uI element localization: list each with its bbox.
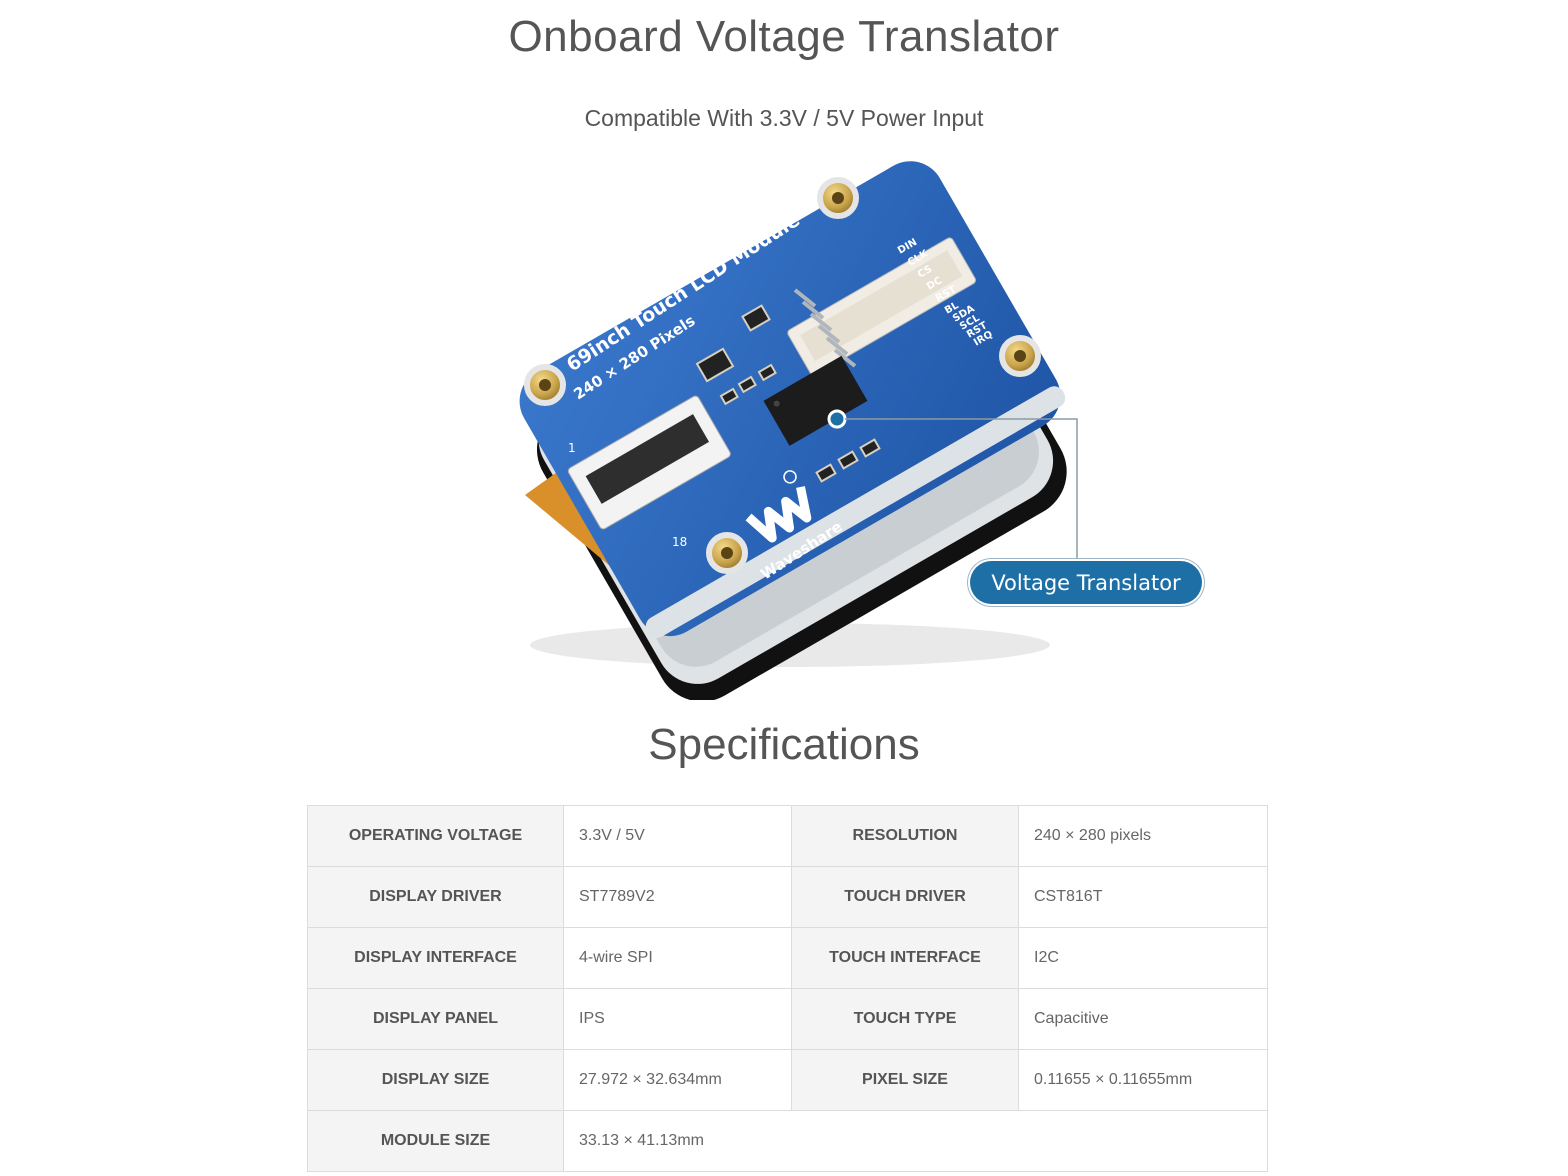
connector-pins [793, 288, 857, 368]
spec-key: TOUCH DRIVER [791, 866, 1019, 928]
spec-key: RESOLUTION [791, 805, 1019, 867]
specifications-table: OPERATING VOLTAGE 3.3V / 5V RESOLUTION 2… [307, 805, 1268, 1172]
callout-marker [827, 409, 847, 429]
spec-key: DISPLAY INTERFACE [307, 927, 564, 989]
waveshare-logo-icon [745, 470, 812, 543]
spec-key: PIXEL SIZE [791, 1049, 1019, 1111]
spec-key: DISPLAY DRIVER [307, 866, 564, 928]
smd-components [695, 304, 881, 483]
voltage-translator-chip [763, 355, 868, 446]
table-row: DISPLAY PANEL IPS TOUCH TYPE Capacitive [307, 988, 1268, 1050]
spec-value: CST816T [1018, 866, 1268, 928]
spec-key: TOUCH TYPE [791, 988, 1019, 1050]
callout-leader-line [845, 418, 1078, 562]
table-row: DISPLAY DRIVER ST7789V2 TOUCH DRIVER CST… [307, 866, 1268, 928]
mounting-screws [524, 177, 1041, 574]
spec-value: 33.13 × 41.13mm [563, 1110, 1268, 1172]
table-row: DISPLAY SIZE 27.972 × 32.634mm PIXEL SIZ… [307, 1049, 1268, 1111]
spec-value: 0.11655 × 0.11655mm [1018, 1049, 1268, 1111]
table-row: DISPLAY INTERFACE 4-wire SPI TOUCH INTER… [307, 927, 1268, 989]
voltage-translator-callout: Voltage Translator [970, 561, 1202, 604]
spec-key: DISPLAY PANEL [307, 988, 564, 1050]
spec-key: DISPLAY SIZE [307, 1049, 564, 1111]
spec-value: IPS [563, 988, 792, 1050]
spec-key: TOUCH INTERFACE [791, 927, 1019, 989]
connector-mark-1: 1 [568, 441, 576, 455]
table-row: MODULE SIZE 33.13 × 41.13mm [307, 1110, 1268, 1172]
table-row: OPERATING VOLTAGE 3.3V / 5V RESOLUTION 2… [307, 805, 1268, 867]
specifications-heading: Specifications [648, 720, 920, 769]
fpc-connector [567, 395, 731, 530]
spec-key: OPERATING VOLTAGE [307, 805, 564, 867]
spec-value: I2C [1018, 927, 1268, 989]
lcd-module-image: 69inch Touch LCD Module 240 × 280 Pixels… [519, 161, 1078, 700]
page-subtitle: Compatible With 3.3V / 5V Power Input [584, 105, 984, 131]
spec-key: MODULE SIZE [307, 1110, 564, 1172]
spec-value: 27.972 × 32.634mm [563, 1049, 792, 1111]
connector-mark-18: 18 [672, 535, 687, 549]
page-title: Onboard Voltage Translator [508, 12, 1060, 61]
spec-value: Capacitive [1018, 988, 1268, 1050]
spec-value: 4-wire SPI [563, 927, 792, 989]
spec-value: 240 × 280 pixels [1018, 805, 1268, 867]
spec-value: 3.3V / 5V [563, 805, 792, 867]
spec-value: ST7789V2 [563, 866, 792, 928]
